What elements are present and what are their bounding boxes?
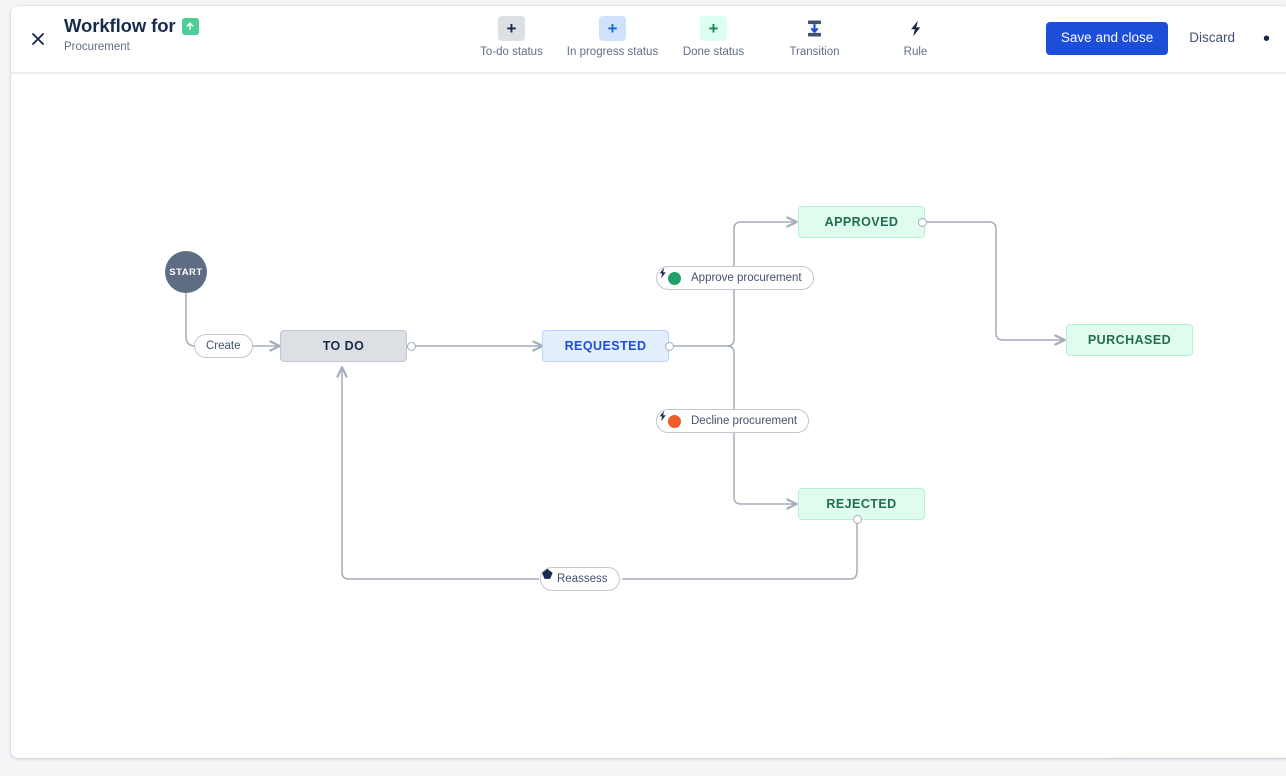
transition-reassess[interactable]: Reassess <box>540 567 620 591</box>
edge-layer <box>185 216 1066 580</box>
close-icon[interactable] <box>24 25 52 53</box>
status-node-label: REQUESTED <box>564 339 647 353</box>
toolbar: + To-do status + In progress status + Do… <box>461 11 966 58</box>
transition-create[interactable]: Create <box>194 334 253 358</box>
port-requested-right[interactable] <box>665 342 674 351</box>
editor-header: Workflow for Procurement + To-do status … <box>11 6 1286 74</box>
tool-in-progress-status[interactable]: + In progress status <box>562 11 663 58</box>
header-actions: Save and close Discard • <box>1045 22 1280 55</box>
tool-rule[interactable]: Rule <box>865 11 966 58</box>
transition-label: Approve procurement <box>691 272 802 284</box>
status-node-requested[interactable]: REQUESTED <box>542 330 669 362</box>
transition-label: Create <box>206 340 241 352</box>
status-node-label: PURCHASED <box>1087 333 1172 347</box>
status-node-approved[interactable]: APPROVED <box>798 206 925 238</box>
start-node-label: START <box>169 266 203 278</box>
port-rejected-bottom[interactable] <box>853 515 862 524</box>
plus-icon: + <box>599 16 626 41</box>
task-up-arrow-icon <box>181 17 199 35</box>
tool-transition[interactable]: Transition <box>764 11 865 58</box>
transition-label: Reassess <box>557 573 608 585</box>
save-and-close-button[interactable]: Save and close <box>1045 22 1169 55</box>
page-subtitle: Procurement <box>64 41 130 53</box>
editor-card: Workflow for Procurement + To-do status … <box>11 6 1286 758</box>
tool-done-status[interactable]: + Done status <box>663 11 764 58</box>
workflow-canvas[interactable]: START Create TO DO REQUESTED APPROVED <box>11 74 1286 758</box>
transition-approve-procurement[interactable]: Approve procurement <box>656 266 814 290</box>
start-node[interactable]: START <box>165 251 207 293</box>
port-to-do-right[interactable] <box>407 342 416 351</box>
transition-decline-procurement[interactable]: Decline procurement <box>656 409 810 433</box>
port-approved-right[interactable] <box>918 218 927 227</box>
tool-label: To-do status <box>480 46 543 58</box>
tool-label: Transition <box>789 46 840 58</box>
plus-icon: + <box>498 16 525 41</box>
transition-icon <box>801 16 828 41</box>
tool-todo-status[interactable]: + To-do status <box>461 11 562 58</box>
status-node-to-do[interactable]: TO DO <box>280 330 407 362</box>
title-block: Workflow for Procurement <box>64 15 199 54</box>
tool-label: Rule <box>903 46 928 58</box>
status-node-label: REJECTED <box>826 497 897 511</box>
transition-label: Decline procurement <box>691 415 798 427</box>
more-options-icon[interactable]: • <box>1254 26 1280 52</box>
tool-label: In progress status <box>566 46 659 58</box>
status-node-label: TO DO <box>322 339 365 353</box>
lightning-bolt-icon <box>902 16 929 41</box>
status-error-icon <box>658 411 681 428</box>
more-options-label: • <box>1262 27 1271 50</box>
status-node-label: APPROVED <box>824 215 899 229</box>
status-node-rejected[interactable]: REJECTED <box>798 488 925 520</box>
status-success-icon <box>657 268 681 285</box>
zoom-control <box>1108 757 1286 758</box>
plus-icon: + <box>700 16 727 41</box>
page-title: Workflow for <box>64 15 176 36</box>
tool-label: Done status <box>682 46 745 58</box>
discard-button[interactable]: Discard <box>1176 22 1248 55</box>
status-node-purchased[interactable]: PURCHASED <box>1066 324 1193 356</box>
